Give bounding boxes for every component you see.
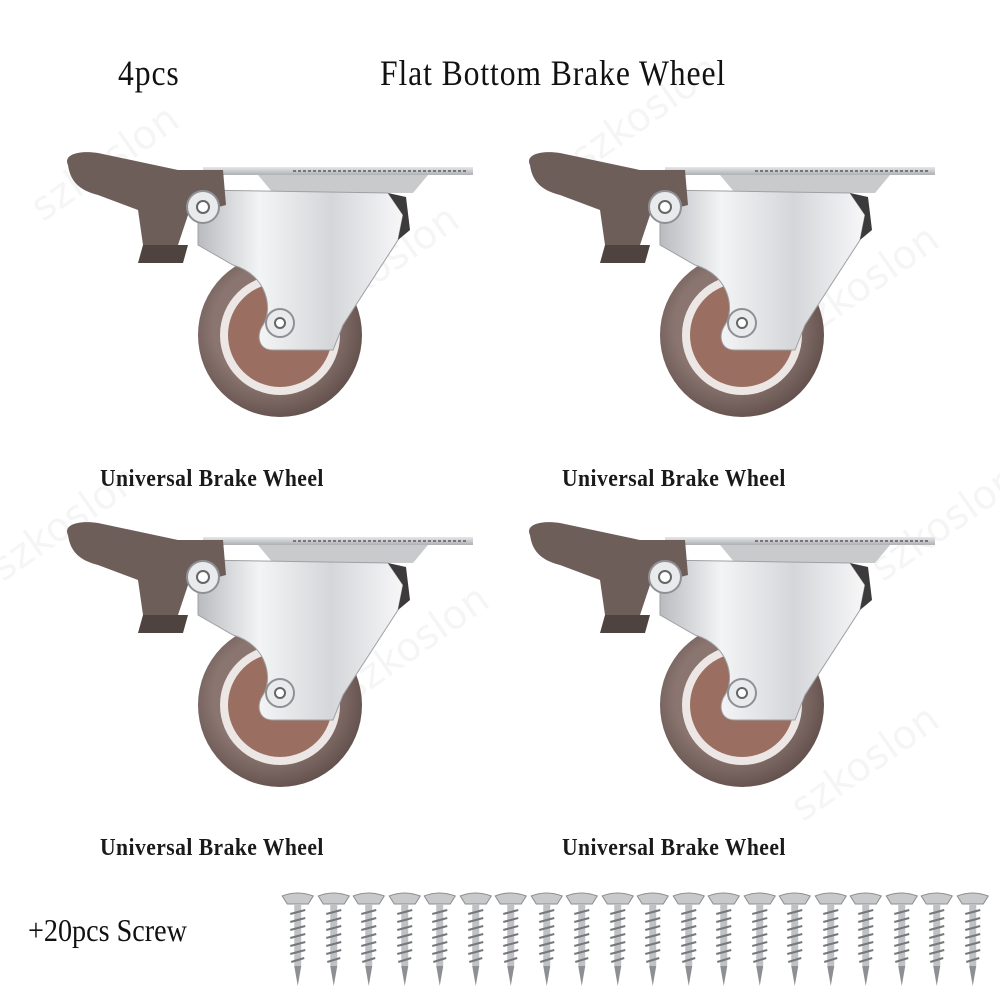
screw-row xyxy=(280,890,990,990)
screw-icon xyxy=(387,892,421,987)
screw-icon xyxy=(529,892,563,987)
screw-label: +20pcs Screw xyxy=(28,912,187,948)
screw-icon xyxy=(316,892,350,987)
screw-icon xyxy=(423,892,457,987)
caster-wheel-image xyxy=(66,151,474,418)
screw-icon xyxy=(920,892,954,987)
quantity-label: 4pcs xyxy=(118,53,180,93)
screw-icon xyxy=(742,892,776,987)
screw-icon xyxy=(352,892,386,987)
product-title: Flat Bottom Brake Wheel xyxy=(380,53,727,93)
caster-wheel-1 xyxy=(58,145,478,435)
screw-icon xyxy=(849,892,883,987)
caster-caption: Universal Brake Wheel xyxy=(562,835,786,861)
screw-icon xyxy=(671,892,705,987)
caster-wheel-image xyxy=(66,521,474,788)
caster-wheel-2 xyxy=(520,145,940,435)
caster-wheel-image xyxy=(528,521,936,788)
screw-icon xyxy=(281,892,315,987)
screw-icon xyxy=(565,892,599,987)
screw-icon xyxy=(955,892,989,987)
screw-icon xyxy=(813,892,847,987)
screw-icon xyxy=(884,892,918,987)
screw-icon xyxy=(458,892,492,987)
screw-icon xyxy=(707,892,741,987)
caster-caption: Universal Brake Wheel xyxy=(562,466,786,492)
caster-wheel-4 xyxy=(520,515,940,805)
screw-icon xyxy=(778,892,812,987)
screw-icon xyxy=(636,892,670,987)
caster-wheel-3 xyxy=(58,515,478,805)
screw-icon xyxy=(494,892,528,987)
screw-icon xyxy=(600,892,634,987)
caster-caption: Universal Brake Wheel xyxy=(100,835,324,861)
caster-caption: Universal Brake Wheel xyxy=(100,466,324,492)
caster-wheel-image xyxy=(528,151,936,418)
